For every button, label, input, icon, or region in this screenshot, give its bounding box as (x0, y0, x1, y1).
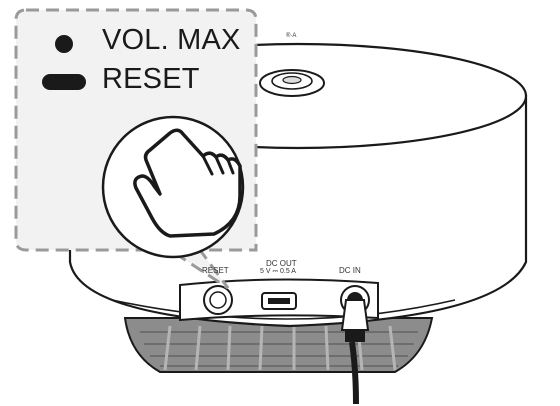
pill-icon (42, 74, 86, 90)
reset-label: RESET (102, 63, 200, 95)
dot-icon (55, 35, 73, 53)
port-reset-label: RESET (202, 266, 229, 275)
hand-press-icon (101, 115, 245, 259)
top-mark: ®·A (286, 33, 297, 39)
port-dc-in-label: DC IN (339, 266, 361, 275)
vol-max-label: VOL. MAX (102, 24, 241, 56)
port-dc-out-rating: 5 V ⎓ 0.5 A (260, 268, 296, 275)
dc-cable (340, 299, 370, 405)
port-dc-out-label: DC OUT (266, 259, 297, 268)
